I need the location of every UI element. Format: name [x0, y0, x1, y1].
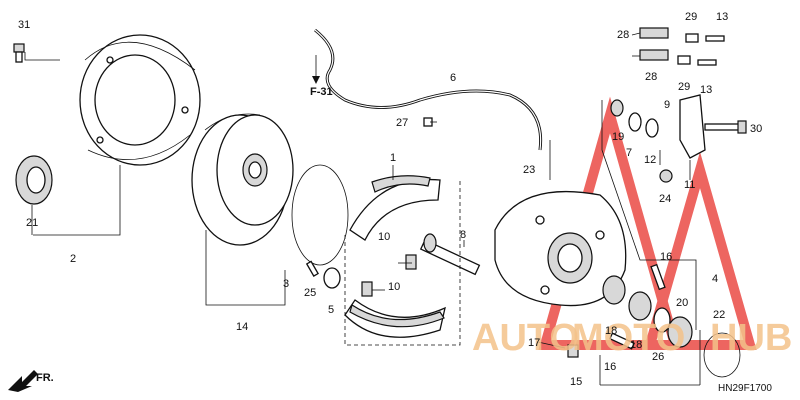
callout-23: 23 [523, 164, 535, 176]
front-label: FR. [36, 372, 54, 384]
callout-29-b: 29 [678, 81, 690, 93]
callout-12: 12 [644, 154, 656, 166]
brake-arm-11 [679, 94, 706, 159]
callout-24: 24 [659, 193, 671, 205]
brake-cam-8 [419, 233, 481, 276]
callout-28-a: 28 [617, 29, 629, 41]
callout-14: 14 [236, 321, 248, 333]
pin-13-lower [697, 59, 717, 66]
spring-10-lower [361, 281, 373, 297]
brake-cable-6 [314, 28, 543, 151]
bolt-16-upper [650, 263, 666, 291]
callout-8: 8 [460, 229, 466, 241]
leader-lines [24, 32, 701, 386]
callout-10-a: 10 [378, 231, 390, 243]
callout-9: 9 [664, 99, 670, 111]
brake-panel-23 [494, 190, 627, 307]
callout-1: 1 [390, 152, 396, 164]
callout-2: 2 [70, 253, 76, 265]
washer-5 [323, 267, 341, 289]
callout-15: 15 [570, 376, 582, 388]
callout-28-b: 28 [645, 71, 657, 83]
front-arrow-icon [8, 370, 38, 392]
spring-28-upper [639, 27, 669, 39]
callout-4: 4 [712, 273, 718, 285]
o-ring-20 [653, 307, 671, 333]
brake-drum-cover [79, 34, 201, 166]
callout-13-b: 13 [700, 84, 712, 96]
spring-28-lower [639, 49, 669, 61]
callout-6: 6 [450, 72, 456, 84]
diagram-code: HN29F1700 [718, 383, 772, 394]
callout-22: 22 [713, 309, 725, 321]
callout-16-b: 16 [604, 361, 616, 373]
bolt-31 [13, 43, 25, 63]
callout-31: 31 [18, 19, 30, 31]
callout-labels: 1 2 3 4 5 6 7 8 9 10 10 11 12 13 13 14 1… [18, 11, 762, 388]
watermark-text-left: AUTO [472, 317, 579, 359]
bolt-30 [704, 120, 747, 134]
brake-drum-14 [191, 113, 294, 246]
bolt-16-lower [608, 332, 636, 350]
watermark-text-mid: MOTO [572, 317, 685, 359]
brake-shoe-upper [349, 175, 441, 241]
callout-17: 17 [528, 337, 540, 349]
callout-16-a: 16 [660, 251, 672, 263]
callout-25: 25 [304, 287, 316, 299]
bearing-18-b [628, 291, 652, 321]
callout-11: 11 [684, 179, 695, 191]
bearing-18-a [602, 275, 626, 305]
nut-24 [659, 169, 673, 183]
bolt-15 [567, 344, 579, 358]
watermark-text-right: HUB [710, 317, 792, 359]
callout-13-a: 13 [716, 11, 728, 23]
indicator-9 [645, 118, 659, 138]
callout-21: 21 [26, 217, 38, 229]
joint-29-upper [685, 33, 699, 43]
pin-25 [305, 260, 319, 277]
brake-shoe-lower [344, 299, 446, 338]
callout-18-b: 18 [630, 339, 642, 351]
callout-10-b: 10 [388, 281, 400, 293]
seal-26 [667, 316, 693, 348]
pin-13-upper [705, 35, 725, 42]
o-ring-22 [703, 332, 741, 378]
callout-26: 26 [652, 351, 664, 363]
ref-label-f31: F-31 [310, 86, 333, 98]
callout-7: 7 [626, 147, 632, 159]
callout-20: 20 [676, 297, 688, 309]
callout-19: 19 [612, 131, 624, 143]
callout-30: 30 [750, 123, 762, 135]
joint-29-lower [677, 55, 691, 65]
callout-29-a: 29 [685, 11, 697, 23]
callout-18-a: 18 [605, 325, 617, 337]
callout-3: 3 [283, 278, 289, 290]
spring-10-upper [405, 254, 417, 270]
seal-7 [628, 112, 642, 132]
o-ring-19 [610, 99, 624, 117]
spring-ring-3 [291, 164, 349, 266]
callout-27: 27 [396, 117, 408, 129]
oil-seal-21 [15, 155, 53, 205]
callout-5: 5 [328, 304, 334, 316]
